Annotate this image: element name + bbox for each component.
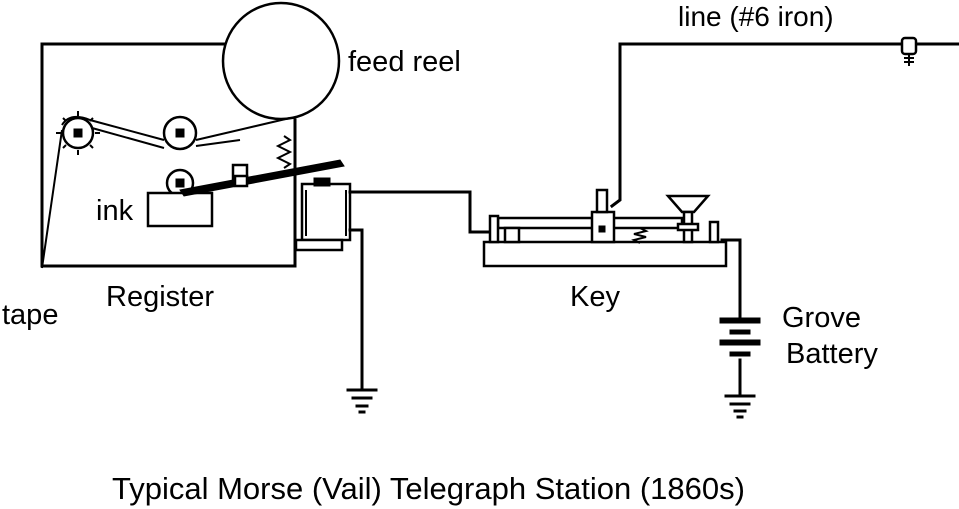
key-spring [631, 227, 649, 244]
key-lever [496, 216, 684, 230]
reel-spring [275, 135, 293, 169]
lever-block [233, 174, 249, 188]
tape-roller [162, 115, 198, 151]
telegraph-key [482, 188, 728, 268]
ground-symbol-left [346, 388, 378, 414]
key-binding-post-right [708, 220, 720, 244]
wire-key-to-battery [720, 238, 742, 320]
label-feed-reel: feed reel [348, 46, 461, 78]
ground-symbol-right [724, 394, 756, 419]
ink-pot [146, 191, 214, 228]
line-insulator [900, 36, 918, 66]
key-binding-post-left [488, 214, 500, 244]
label-grove: Grove [782, 302, 861, 334]
armature-lever [179, 159, 345, 197]
key-base [482, 240, 728, 268]
feed-reel [221, 1, 341, 121]
wiring [348, 42, 959, 398]
register [40, 1, 352, 269]
key-knob [665, 194, 711, 214]
diagram-caption: Typical Morse (Vail) Telegraph Station (… [112, 471, 745, 506]
label-battery: Battery [786, 338, 878, 370]
label-line: line (#6 iron) [678, 1, 834, 32]
tape-path [41, 115, 291, 269]
wire-magnet-to-key [348, 190, 490, 234]
electromagnet [294, 177, 352, 252]
line-wire [609, 42, 959, 209]
label-key: Key [570, 281, 620, 313]
label-tape: tape [2, 299, 58, 331]
wire-magnet-to-ground [348, 228, 364, 392]
grove-battery [719, 317, 761, 357]
label-ink: ink [96, 195, 134, 227]
label-register: Register [106, 281, 214, 313]
